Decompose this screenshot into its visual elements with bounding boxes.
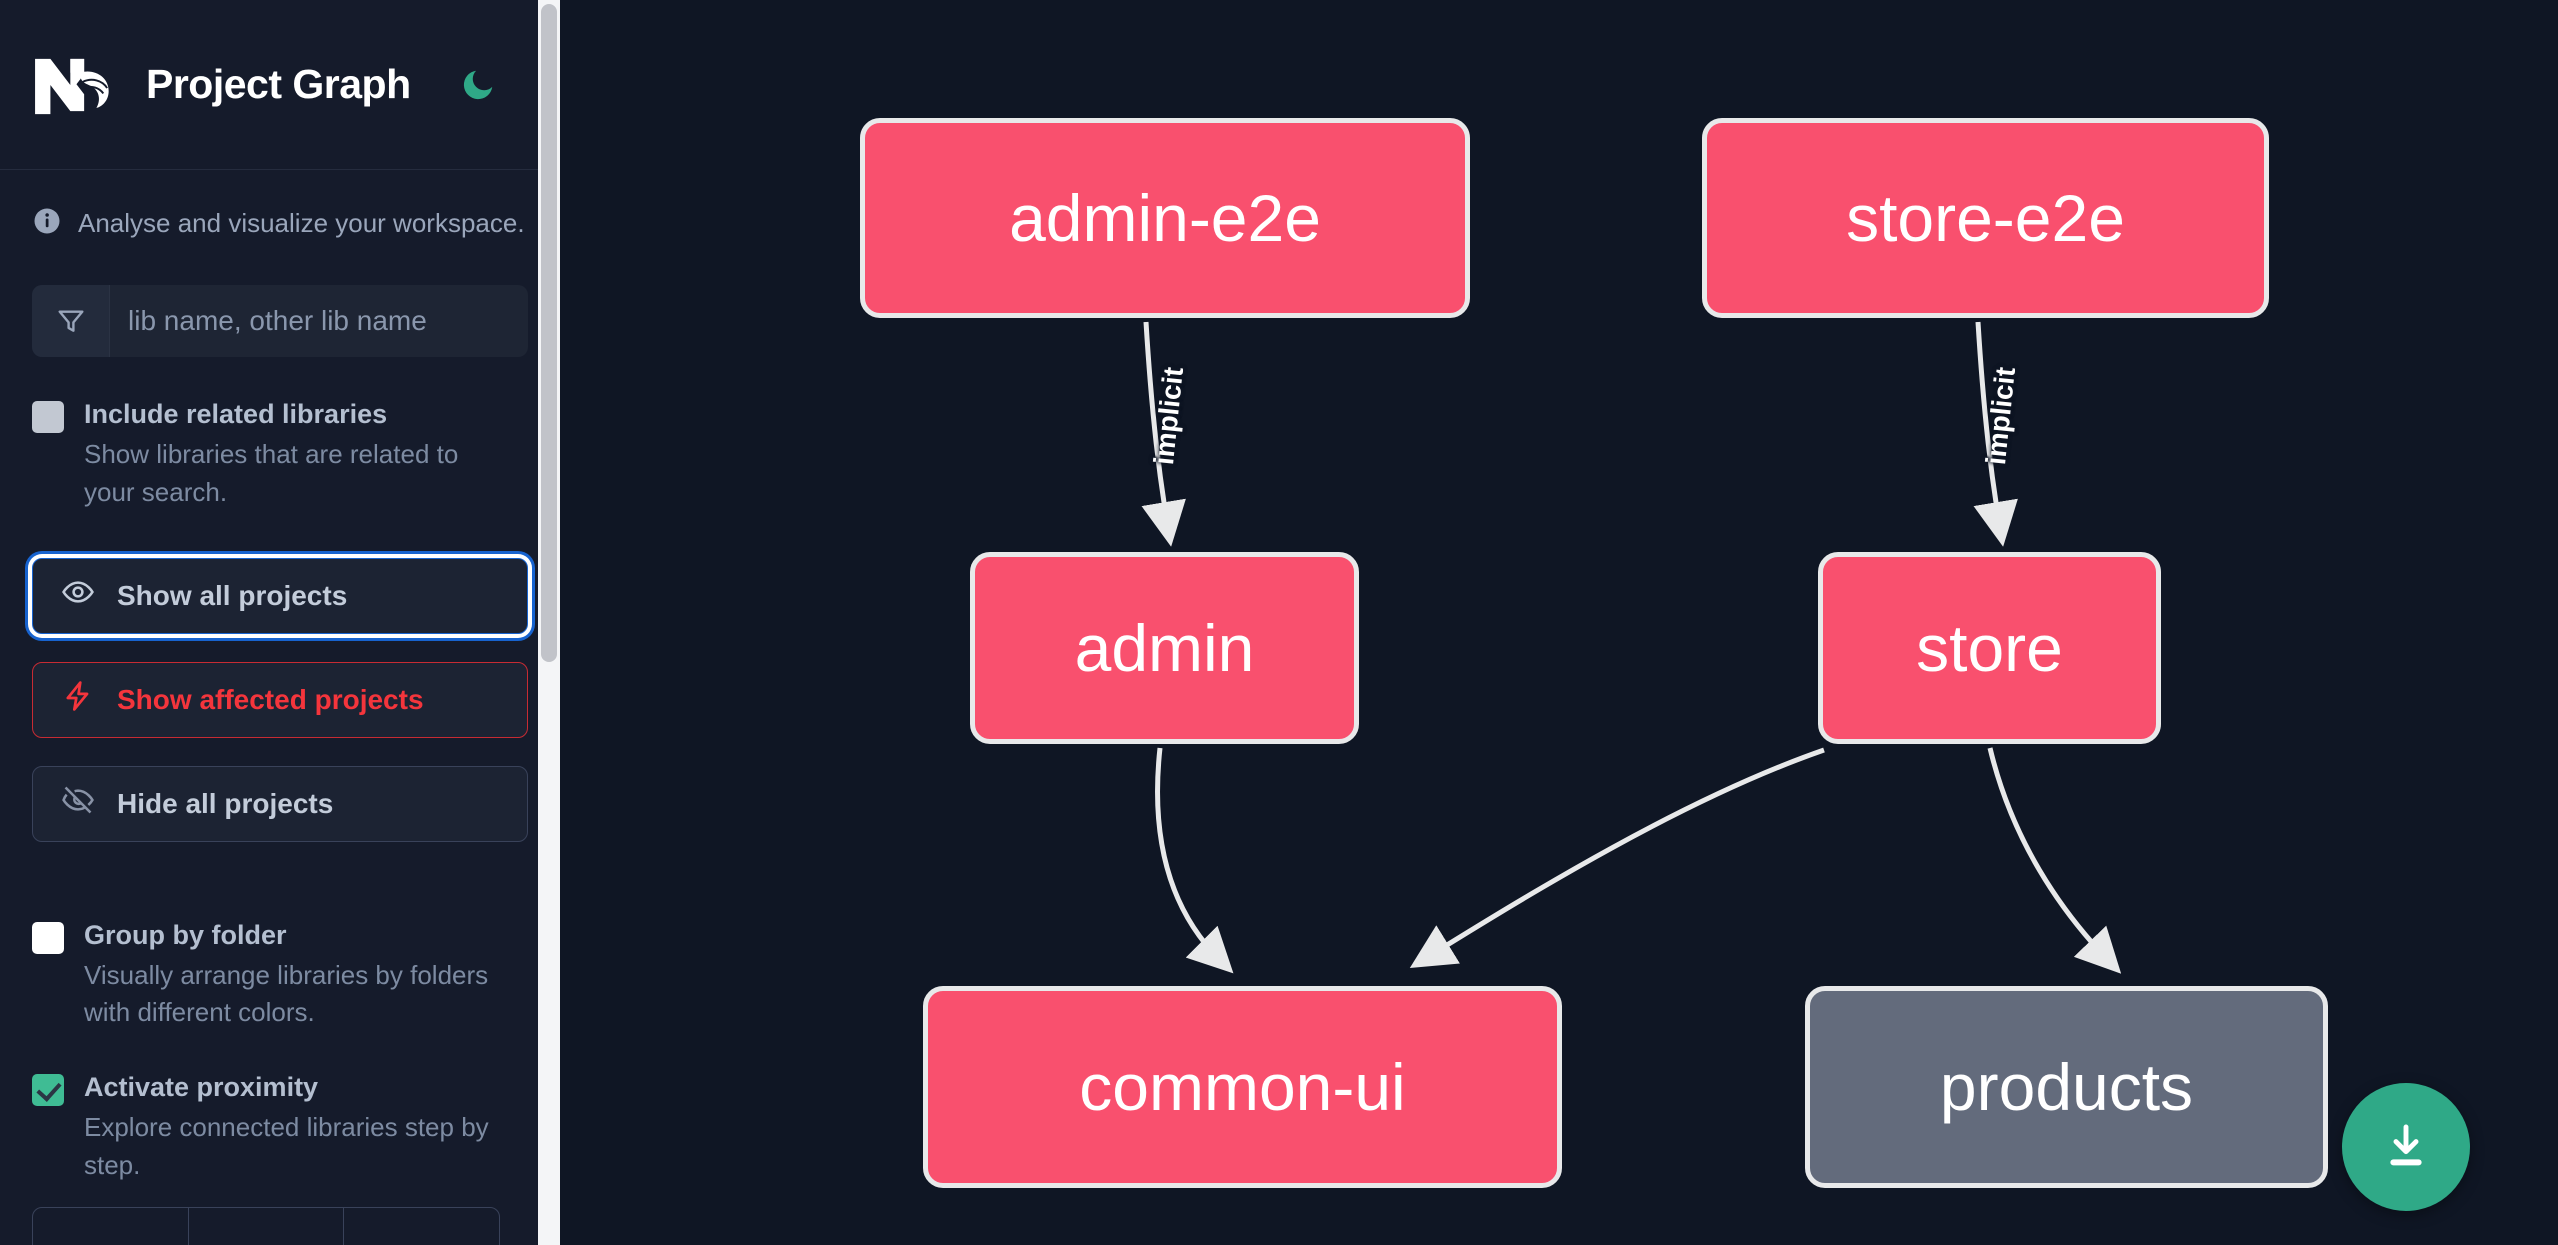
- button-label: Show all projects: [117, 579, 348, 611]
- button-label: Show affected projects: [117, 683, 424, 715]
- edge-label-store-implicit: implicit: [1979, 365, 2022, 467]
- stepper-segment-1[interactable]: [33, 1208, 189, 1245]
- lightning-bolt-icon: [61, 679, 95, 720]
- button-label: Hide all projects: [117, 787, 334, 819]
- download-button[interactable]: [2342, 1083, 2470, 1211]
- page-title: Project Graph: [146, 61, 411, 107]
- project-visibility-buttons: Show all projects Show affected projects: [32, 557, 528, 842]
- info-circle-icon: [32, 206, 62, 241]
- edge-label-admin-implicit: implicit: [1147, 365, 1190, 467]
- show-all-projects-button[interactable]: Show all projects: [32, 557, 528, 634]
- search-box[interactable]: [32, 285, 528, 357]
- checkbox-activate-proximity[interactable]: [32, 1074, 64, 1107]
- edge-admin-to-common-ui: [1155, 747, 1234, 974]
- option-description: Visually arrange libraries by folders wi…: [84, 959, 489, 1028]
- stepper-segment-2[interactable]: [189, 1208, 345, 1245]
- option-label: Include related libraries: [84, 399, 388, 429]
- sidebar-scrollbar-thumb[interactable]: [541, 4, 557, 662]
- nx-logo-icon: [32, 54, 124, 116]
- eye-icon: [61, 575, 95, 616]
- option-group-by-folder[interactable]: Group by folder Visually arrange librari…: [32, 916, 528, 1033]
- edge-admin-e2e-to-admin: [1141, 321, 1186, 547]
- option-label: Group by folder: [84, 919, 287, 950]
- show-affected-projects-button[interactable]: Show affected projects: [32, 661, 528, 738]
- proximity-stepper-group[interactable]: [32, 1207, 500, 1245]
- checkbox-include-related-libraries[interactable]: [32, 401, 64, 433]
- stepper-segment-3[interactable]: [344, 1208, 499, 1245]
- search-input[interactable]: [110, 285, 528, 357]
- edge-store-to-common-ui: [1409, 747, 1825, 968]
- graph-node-store[interactable]: store: [1818, 552, 2161, 744]
- sidebar-header: Project Graph: [0, 0, 560, 170]
- sidebar-body: Analyse and visualize your workspace. In…: [0, 206, 560, 1185]
- eye-off-icon: [61, 783, 95, 824]
- edge-store-e2e-to-store: [1973, 321, 2018, 547]
- moon-icon[interactable]: [455, 62, 501, 108]
- graph-node-admin[interactable]: admin: [970, 552, 1359, 744]
- graph-canvas[interactable]: implicit implicit admin-e2e store-e2e ad…: [560, 0, 2558, 1245]
- graph-node-products[interactable]: products: [1805, 986, 2328, 1188]
- option-label: Activate proximity: [84, 1072, 319, 1103]
- tagline: Analyse and visualize your workspace.: [32, 206, 528, 241]
- graph-node-common-ui[interactable]: common-ui: [923, 986, 1562, 1188]
- sidebar-scrollbar-track[interactable]: [538, 0, 560, 1245]
- graph-node-store-e2e[interactable]: store-e2e: [1702, 118, 2269, 318]
- hide-all-projects-button[interactable]: Hide all projects: [32, 765, 528, 842]
- filter-funnel-icon: [32, 285, 110, 357]
- option-description: Explore connected libraries step by step…: [84, 1112, 489, 1180]
- option-activate-proximity[interactable]: Activate proximity Explore connected lib…: [32, 1068, 528, 1185]
- sidebar: Project Graph Analyse and visualize your…: [0, 0, 560, 1245]
- download-icon: [2390, 1124, 2422, 1166]
- edge-store-to-products: [1987, 747, 2122, 974]
- tagline-text: Analyse and visualize your workspace.: [78, 208, 525, 238]
- spacer: [32, 842, 528, 900]
- option-include-related-libraries[interactable]: Include related libraries Show libraries…: [32, 395, 528, 512]
- option-description: Show libraries that are related to your …: [84, 439, 459, 507]
- checkbox-group-by-folder[interactable]: [32, 921, 64, 954]
- graph-node-admin-e2e[interactable]: admin-e2e: [860, 118, 1470, 318]
